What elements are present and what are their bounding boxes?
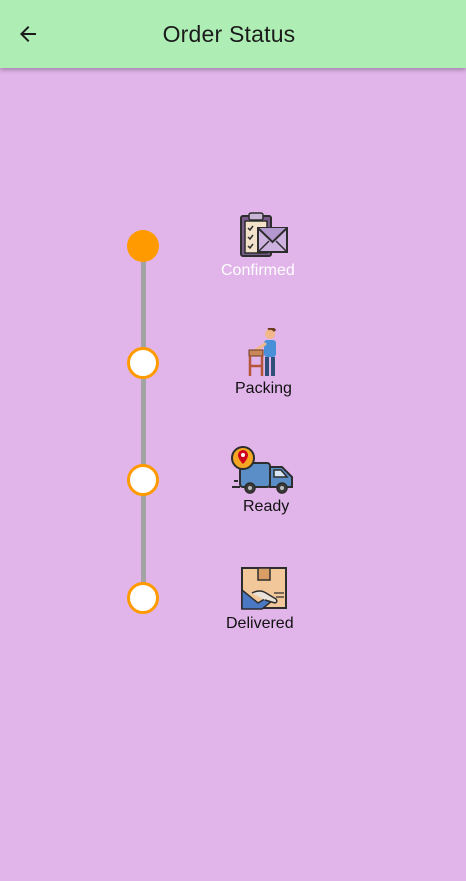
step-indicator-confirmed	[127, 230, 159, 262]
packing-worker-icon	[248, 328, 277, 376]
delivery-truck-icon	[231, 446, 293, 494]
package-handover-icon	[241, 567, 287, 610]
timeline-connector	[141, 248, 146, 598]
page-title: Order Status	[162, 21, 296, 47]
clipboard-mail-icon	[240, 212, 288, 257]
step-indicator-packing	[127, 347, 159, 379]
step-label-ready: Ready	[243, 498, 290, 515]
step-label-packing: Packing	[235, 380, 292, 397]
step-label-delivered: Delivered	[226, 615, 294, 632]
step-label-confirmed: Confirmed	[221, 262, 295, 279]
step-indicator-ready	[127, 464, 159, 496]
step-indicator-delivered	[127, 582, 159, 614]
app-bar: Order Status	[0, 0, 466, 68]
arrow-left-icon	[20, 26, 36, 42]
back-button[interactable]	[8, 14, 48, 54]
